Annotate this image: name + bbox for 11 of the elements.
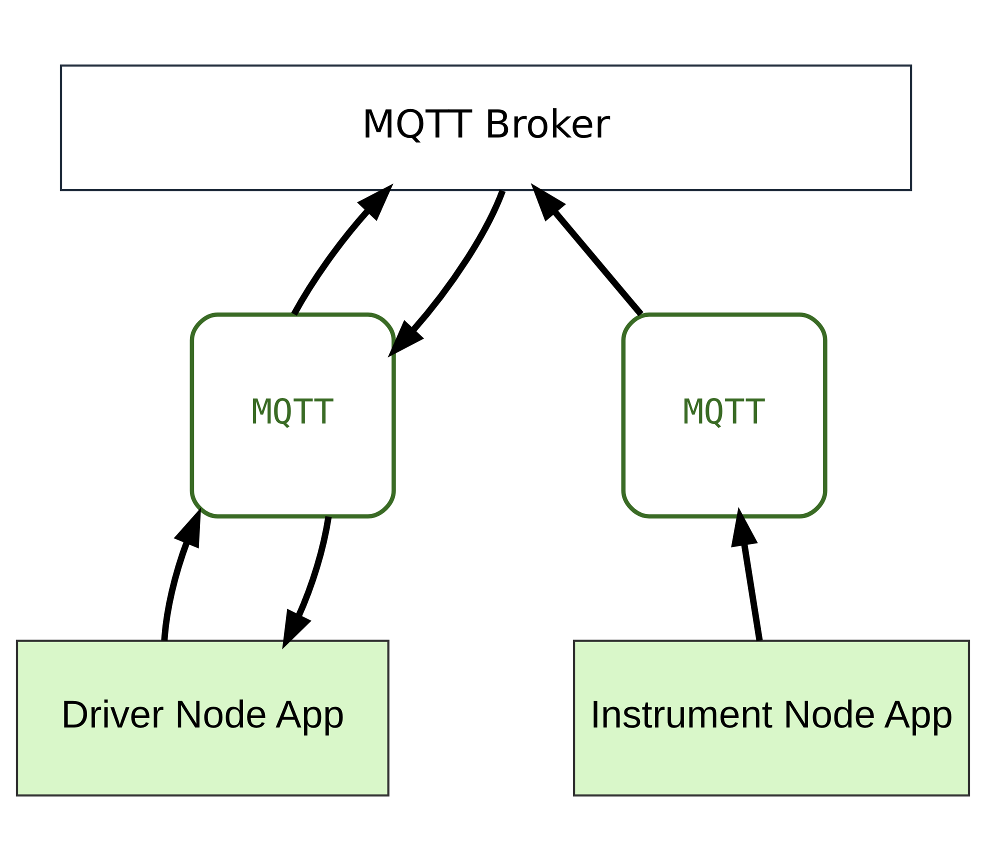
node-box: MQTT [621, 312, 828, 518]
node-box: MQTT Broker [60, 64, 912, 191]
node-box: MQTT [190, 312, 396, 518]
node-box: Driver Node App [16, 639, 390, 796]
arrow [161, 507, 202, 640]
arrow [291, 183, 394, 316]
arrow [388, 189, 506, 358]
node-box: Instrument Node App [572, 639, 970, 796]
arrow [530, 182, 644, 316]
arrow [731, 506, 763, 641]
arrow [282, 516, 332, 649]
